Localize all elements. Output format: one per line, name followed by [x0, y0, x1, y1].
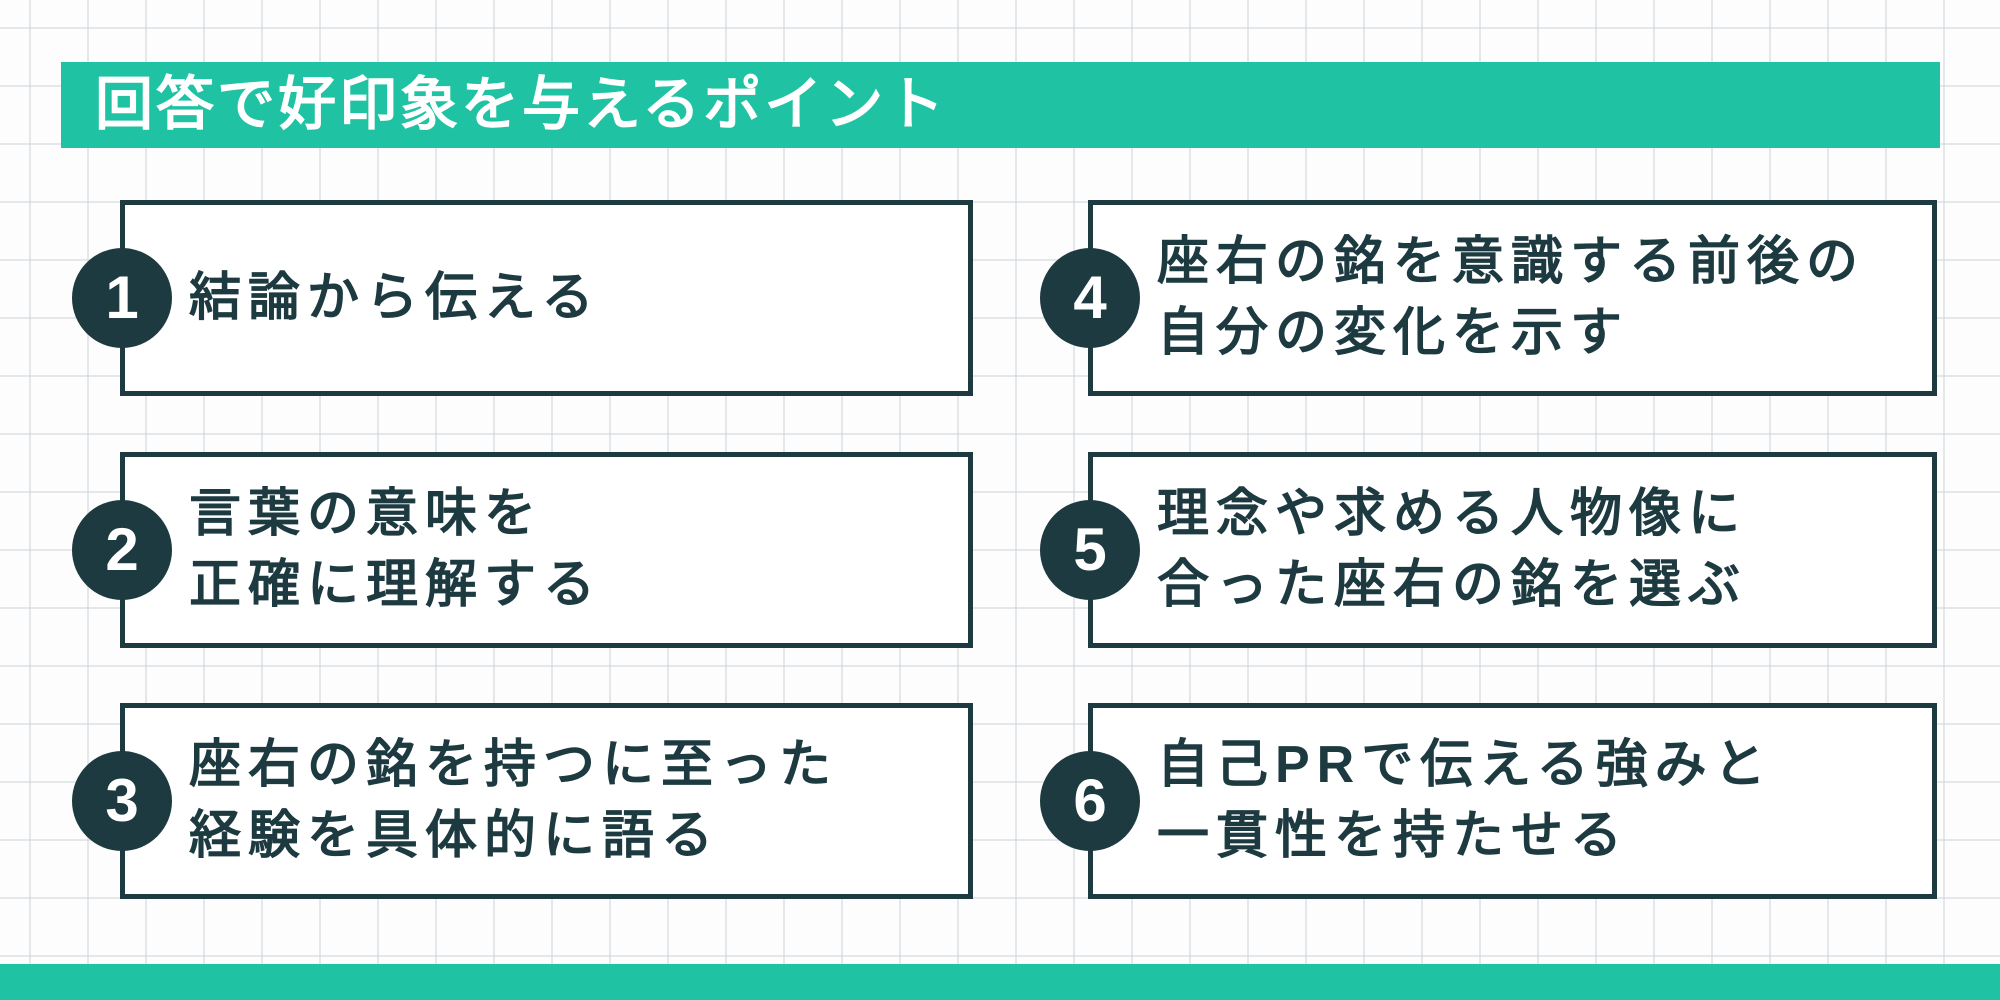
point-text: 結論から伝える [125, 205, 968, 391]
point-number-badge: 3 [72, 751, 172, 851]
point-card-2: 2 言葉の意味を 正確に理解する [72, 452, 973, 648]
point-line: 結論から伝える [189, 268, 601, 327]
point-number-badge: 1 [72, 248, 172, 348]
title-bar: 回答で好印象を与えるポイント [61, 62, 1940, 148]
point-number: 5 [1073, 516, 1107, 583]
point-text: 言葉の意味を 正確に理解する [125, 457, 968, 643]
point-number: 1 [105, 264, 139, 331]
point-line: 一貫性を持たせる [1157, 807, 1630, 865]
point-text: 理念や求める人物像に 合った座右の銘を選ぶ [1093, 457, 1932, 643]
page-title: 回答で好印象を与えるポイント [95, 72, 948, 137]
point-number-badge: 4 [1040, 248, 1140, 348]
point-text: 座右の銘を意識する前後の 自分の変化を示す [1093, 205, 1932, 391]
point-line: 自分の変化を示す [1157, 304, 1630, 362]
point-number: 3 [105, 767, 139, 834]
point-number-badge: 6 [1040, 751, 1140, 851]
point-line: 経験を具体的に語る [189, 807, 721, 865]
point-number: 2 [105, 516, 139, 583]
point-line: 座右の銘を意識する前後の [1157, 233, 1866, 291]
point-card-4: 4 座右の銘を意識する前後の 自分の変化を示す [1040, 200, 1937, 396]
point-line: 理念や求める人物像に [1157, 485, 1748, 543]
point-line: 言葉の意味を [189, 485, 544, 543]
point-text: 自己PRで伝える強みと 一貫性を持たせる [1093, 708, 1932, 894]
point-card-5: 5 理念や求める人物像に 合った座右の銘を選ぶ [1040, 452, 1937, 648]
point-number-badge: 5 [1040, 500, 1140, 600]
point-line: 座右の銘を持つに至った [189, 736, 839, 794]
point-number-badge: 2 [72, 500, 172, 600]
bottom-accent-bar [0, 964, 2000, 1000]
point-card-6: 6 自己PRで伝える強みと 一貫性を持たせる [1040, 703, 1937, 899]
point-line: 自己PRで伝える強みと [1157, 736, 1773, 794]
point-line: 合った座右の銘を選ぶ [1157, 556, 1748, 614]
point-card-1: 1 結論から伝える [72, 200, 973, 396]
point-number: 6 [1073, 767, 1107, 834]
point-text: 座右の銘を持つに至った 経験を具体的に語る [125, 708, 968, 894]
point-line: 正確に理解する [189, 556, 603, 614]
point-number: 4 [1073, 264, 1107, 331]
point-card-3: 3 座右の銘を持つに至った 経験を具体的に語る [72, 703, 973, 899]
